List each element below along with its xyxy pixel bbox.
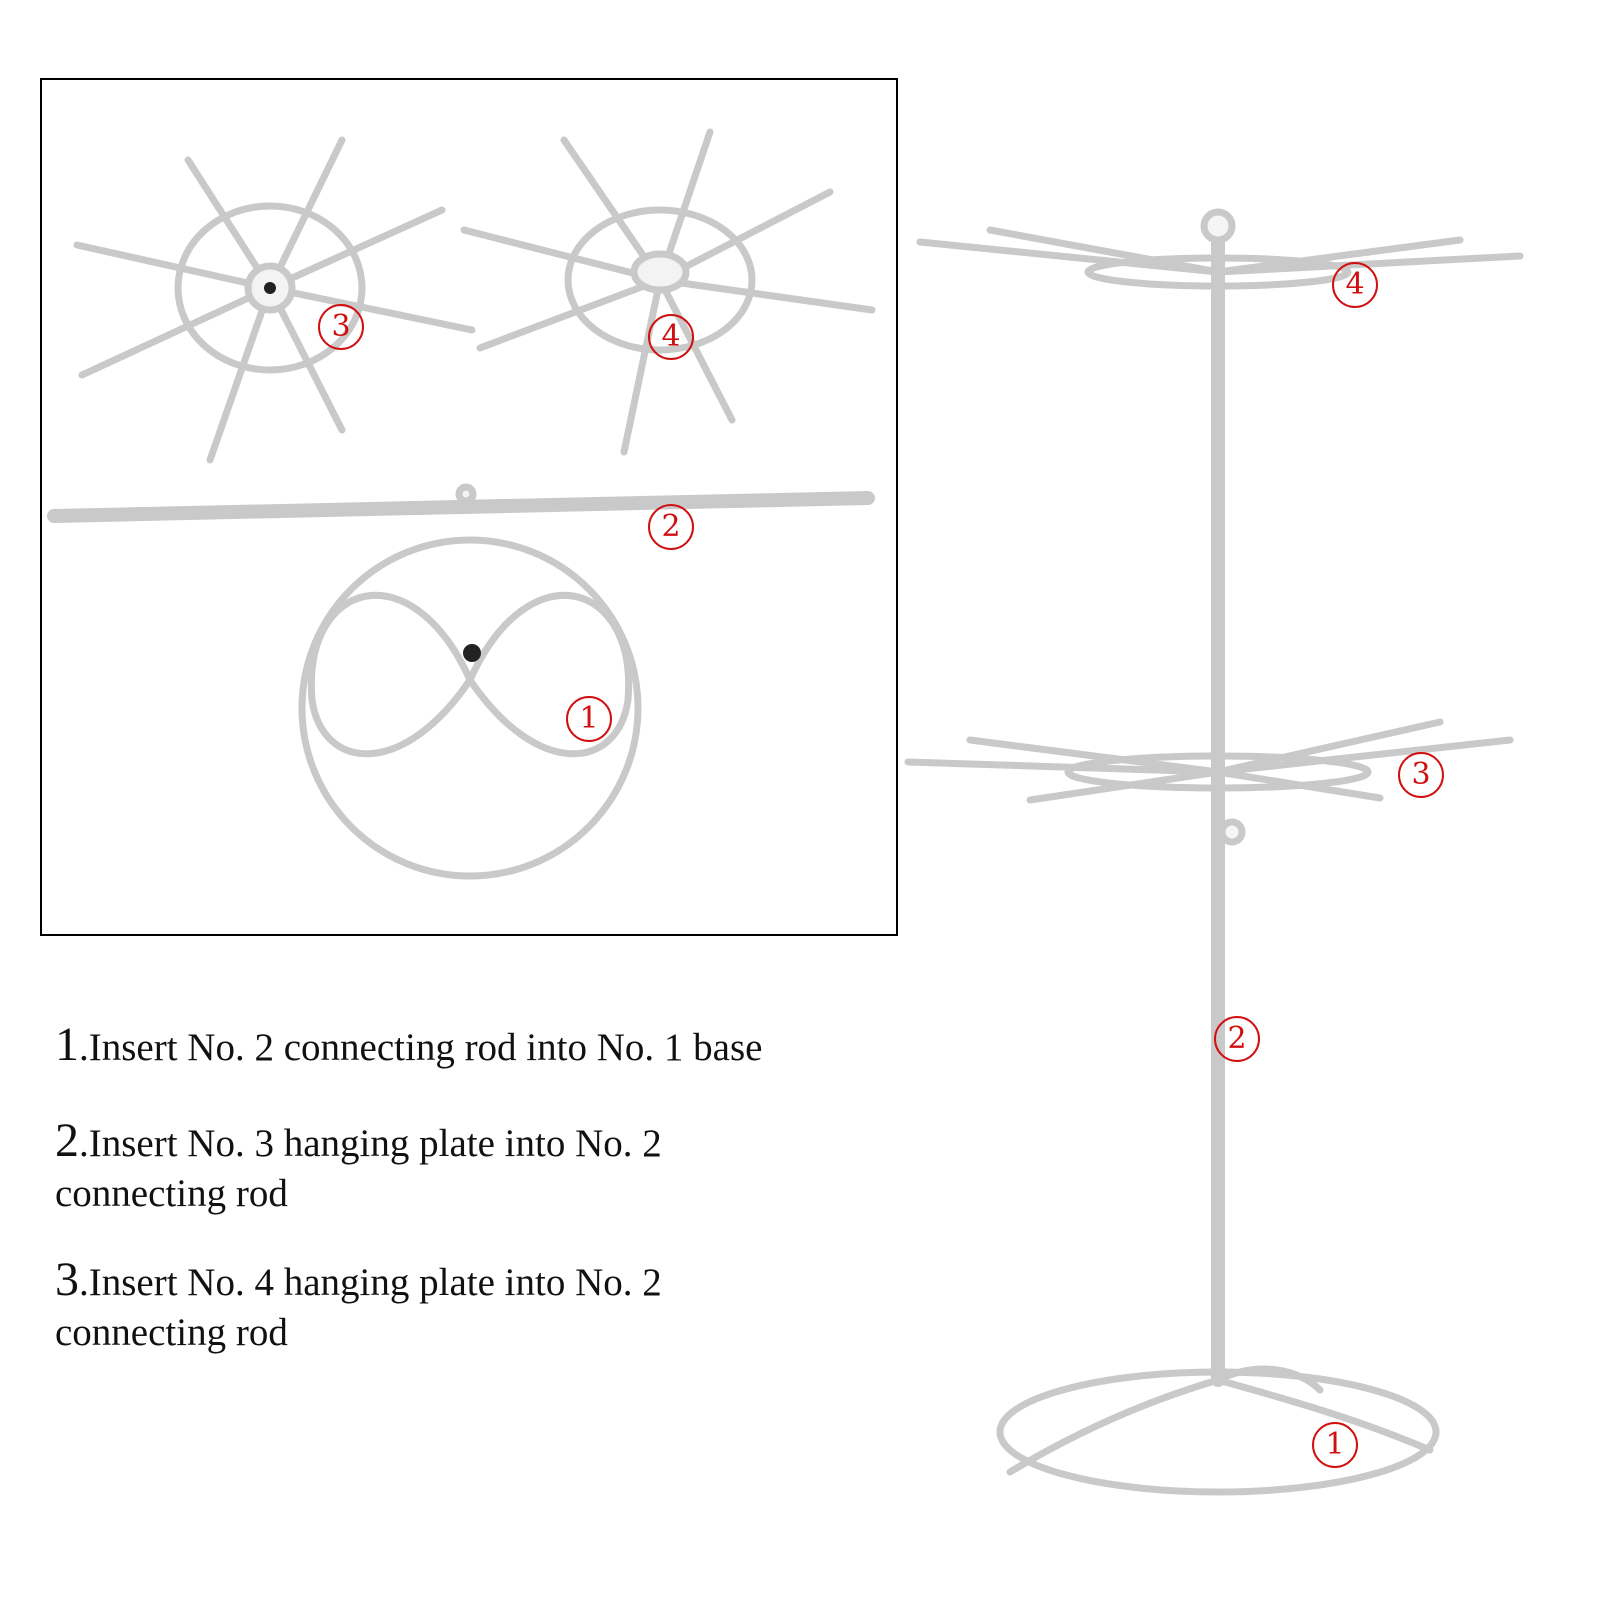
stand-part-2-marker: 2	[1214, 1016, 1260, 1062]
step-3-text: .Insert No. 4 hanging plate into No. 2 c…	[55, 1261, 662, 1354]
base-ring-icon	[298, 536, 642, 880]
parts-exploded-view: 3 4 2 1	[40, 78, 898, 936]
step-1-number: 1	[55, 1018, 79, 1071]
parts-illustration	[47, 128, 876, 880]
part-3-marker: 3	[318, 304, 364, 350]
stand-part-4-marker: 4	[1332, 262, 1378, 308]
step-2-number: 2	[55, 1114, 79, 1167]
step-2: 2.Insert No. 3 hanging plate into No. 2 …	[55, 1116, 835, 1219]
part-1-marker: 1	[566, 696, 612, 742]
hanging-plate-4-icon	[460, 128, 876, 456]
connecting-rod-icon	[47, 483, 875, 523]
step-3-number: 3	[55, 1253, 79, 1306]
part-4-marker: 4	[648, 314, 694, 360]
hanging-plate-3-icon	[73, 136, 476, 464]
step-2-text: .Insert No. 3 hanging plate into No. 2 c…	[55, 1122, 662, 1215]
assembled-stand-icon	[904, 208, 1524, 1496]
step-3: 3.Insert No. 4 hanging plate into No. 2 …	[55, 1255, 835, 1358]
part-2-marker: 2	[648, 504, 694, 550]
step-1-text: .Insert No. 2 connecting rod into No. 1 …	[79, 1026, 763, 1069]
stand-part-1-marker: 1	[1312, 1422, 1358, 1468]
step-1: 1.Insert No. 2 connecting rod into No. 1…	[55, 1020, 935, 1073]
stand-part-3-marker: 3	[1398, 752, 1444, 798]
